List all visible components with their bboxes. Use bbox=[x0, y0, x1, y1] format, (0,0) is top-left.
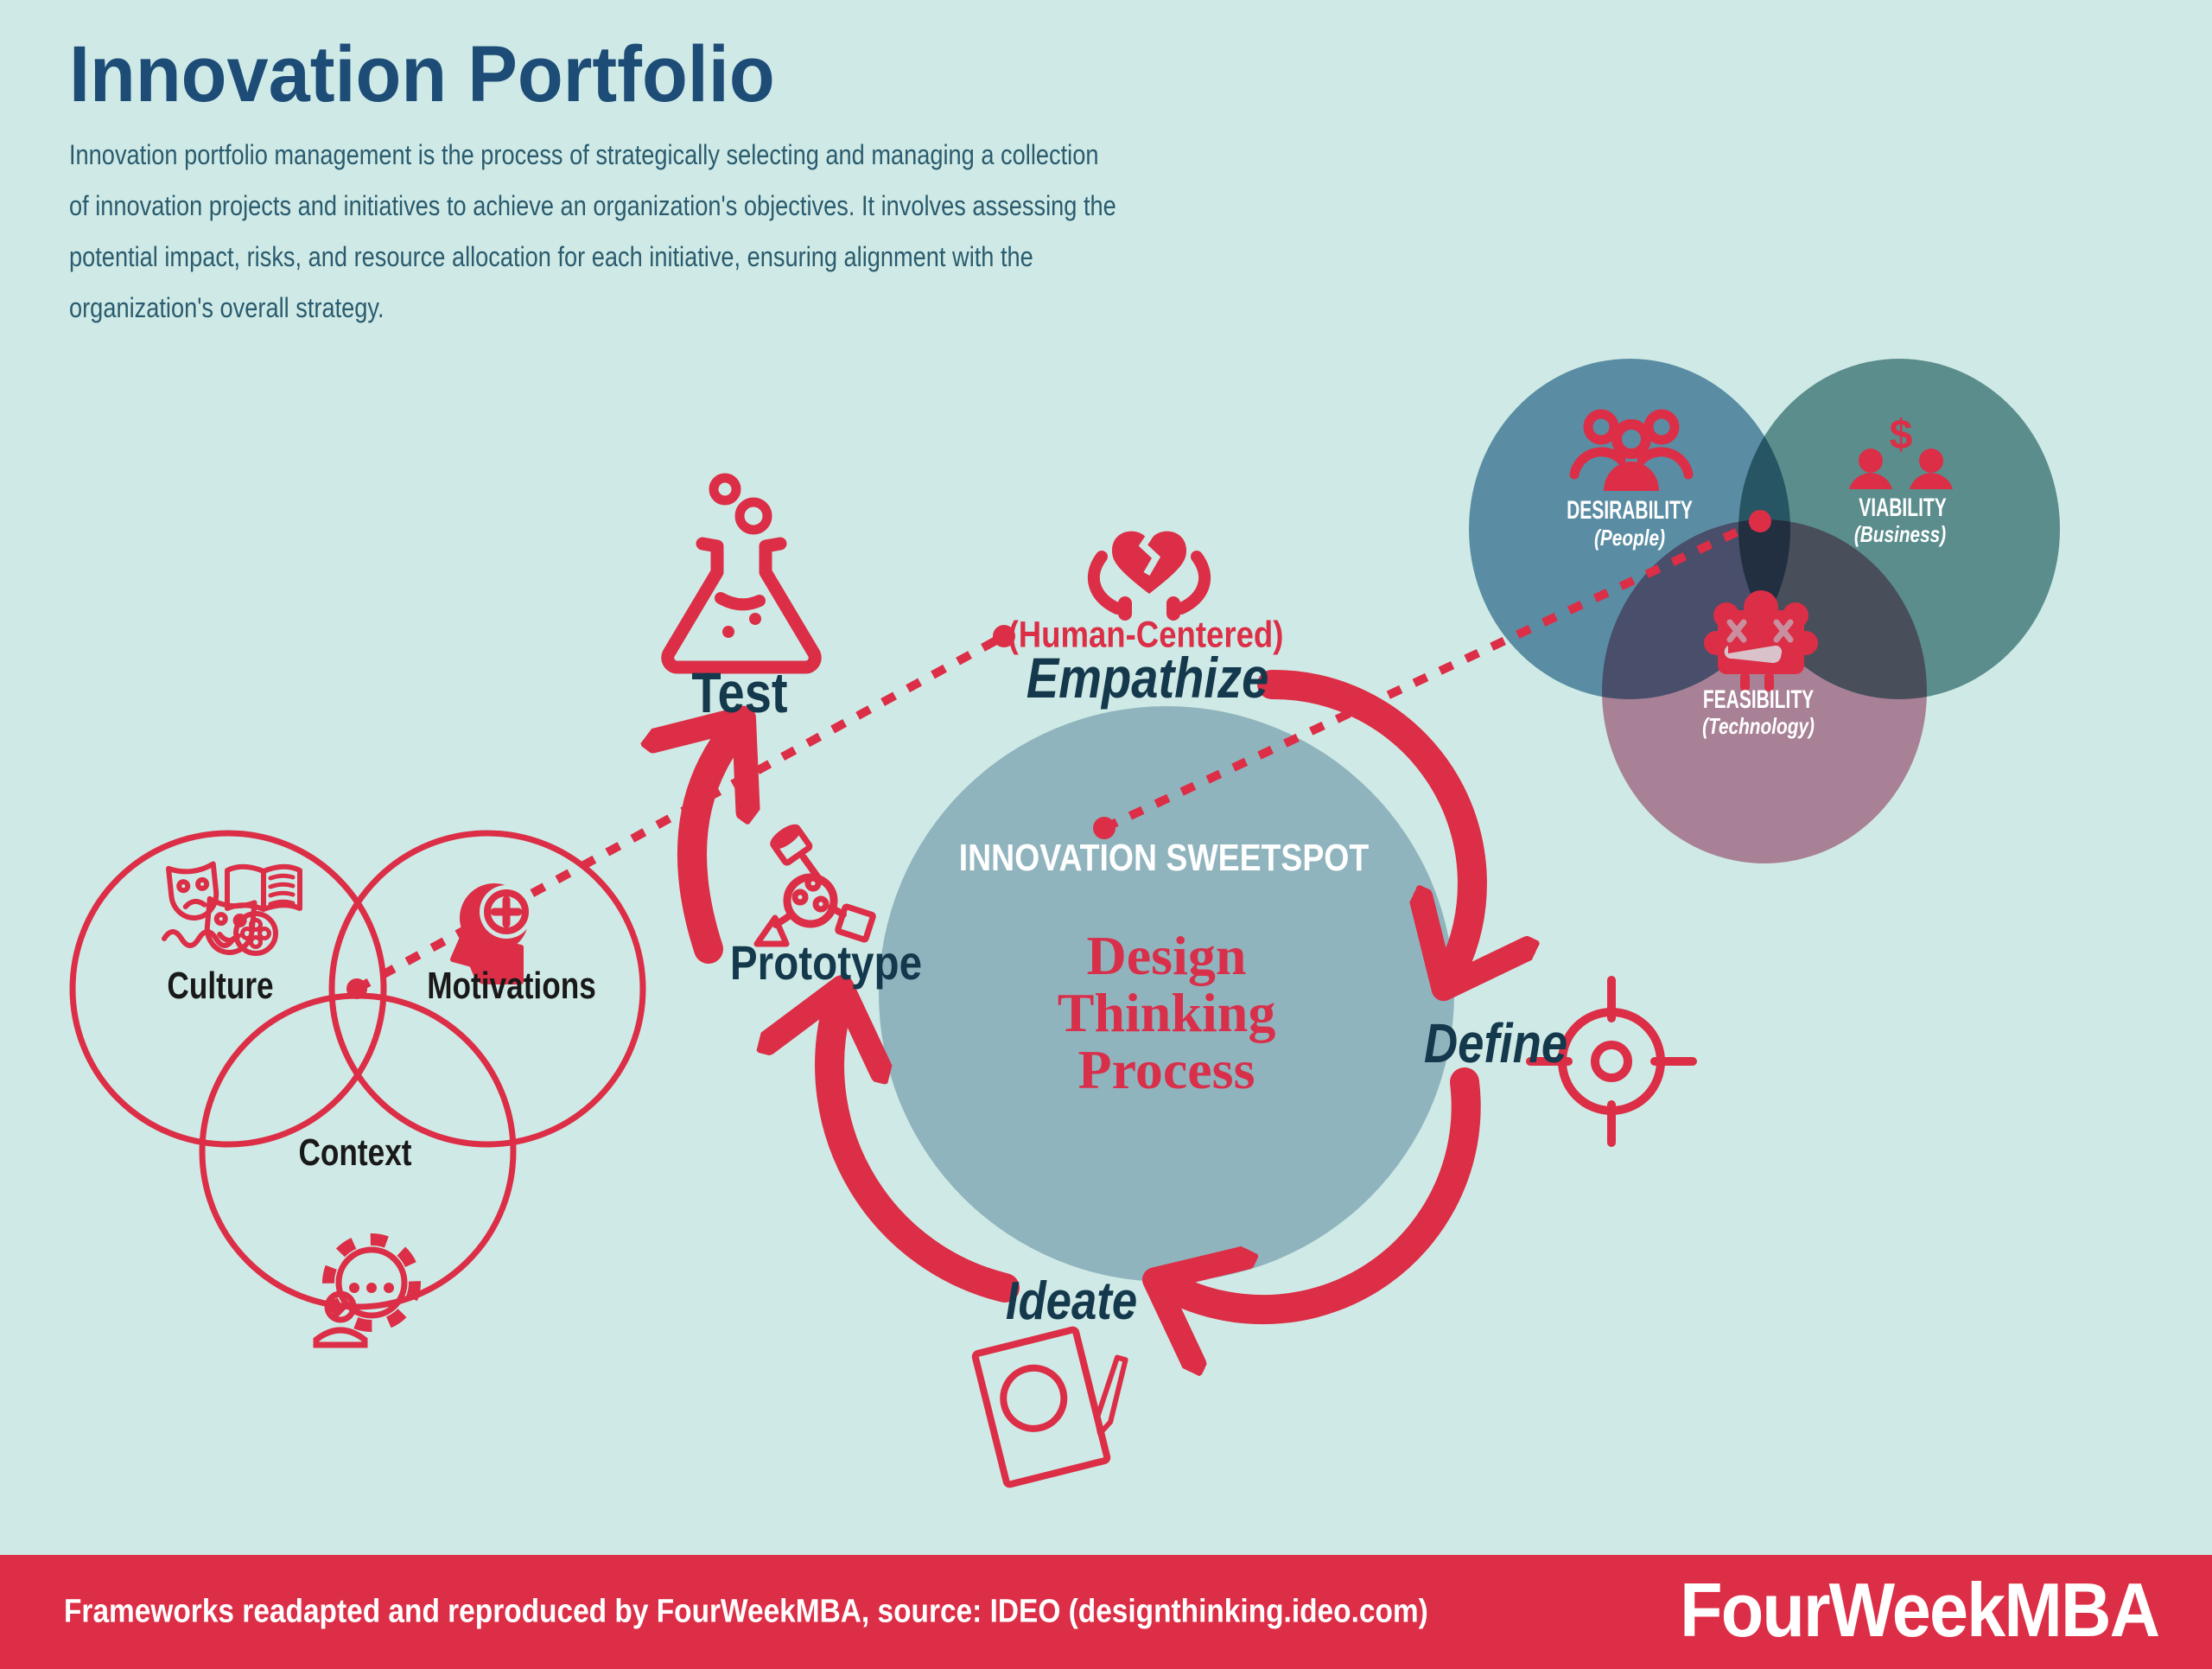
stage-label-ideate: Ideate bbox=[1005, 1271, 1138, 1331]
intro-line: of innovation projects and initiatives t… bbox=[69, 190, 1116, 221]
desirability-sublabel: (People) bbox=[1593, 525, 1666, 551]
arrow-empathize-to-define bbox=[1257, 669, 1472, 968]
stage-label-prototype: Prototype bbox=[729, 935, 923, 990]
empathize-dot bbox=[993, 625, 1015, 647]
center-title-line: Thinking bbox=[1057, 982, 1276, 1043]
stage-label-define: Define bbox=[1423, 1012, 1568, 1074]
arrow-prototype-to-test bbox=[692, 736, 730, 964]
feasibility-label: FEASIBILITY bbox=[1702, 685, 1815, 714]
masks-book-reel-icon bbox=[162, 861, 302, 956]
sweet-spot-dot bbox=[1749, 510, 1771, 532]
viability-label: VIABILITY bbox=[1859, 494, 1947, 522]
context-venn-center-dot bbox=[346, 978, 367, 999]
innovation-sweetspot-label: INNOVATION SWEETSPOT bbox=[958, 837, 1370, 879]
intro-line: Innovation portfolio management is the p… bbox=[69, 139, 1099, 170]
desirability-label: DESIRABILITY bbox=[1567, 496, 1693, 525]
head-plus-icon bbox=[450, 883, 533, 984]
context-label: Context bbox=[298, 1131, 412, 1174]
chip-icon bbox=[1704, 590, 1818, 691]
dashed-line-circle-to-venn bbox=[1102, 517, 1763, 832]
stage-note-human-centered: (Human-Centered) bbox=[1007, 614, 1284, 656]
page-title: Innovation Portfolio bbox=[69, 30, 775, 118]
context-venn bbox=[69, 830, 646, 1310]
center-title-line: Process bbox=[1077, 1039, 1255, 1100]
people-group-icon bbox=[1569, 409, 1694, 491]
model-parts-icon bbox=[753, 824, 876, 947]
process-cycle-arrows bbox=[692, 669, 1481, 1309]
stage-label-empathize: Empathize bbox=[1026, 646, 1269, 710]
center-title-line: Design bbox=[1086, 925, 1247, 986]
brand-logo: FourWeekMBA bbox=[1679, 1567, 2160, 1653]
motivations-label: Motivations bbox=[427, 965, 596, 1007]
arrow-ideate-to-prototype bbox=[830, 1010, 1020, 1303]
motivations-circle bbox=[328, 830, 646, 1148]
circle-center-dot bbox=[1093, 817, 1116, 839]
intro-paragraph: Innovation portfolio management is the p… bbox=[69, 130, 1116, 334]
dollar-icon: $ bbox=[1890, 412, 1913, 458]
gear-person-icon bbox=[313, 1233, 421, 1348]
hands-heart-icon bbox=[1088, 527, 1211, 621]
feasibility-circle bbox=[1602, 519, 1927, 863]
culture-circle bbox=[69, 830, 387, 1148]
footer-attribution: Frameworks readapted and reproduced by F… bbox=[64, 1593, 1428, 1630]
footer-band: Frameworks readapted and reproduced by F… bbox=[0, 1555, 2212, 1669]
sweet-spot-venn bbox=[1469, 359, 2060, 863]
intro-line: organization's overall strategy. bbox=[69, 292, 385, 323]
culture-label: Culture bbox=[167, 965, 274, 1007]
arrow-define-to-ideate bbox=[1175, 1067, 1481, 1309]
feasibility-sublabel: (Technology) bbox=[1702, 713, 1815, 739]
dollar-people-icon: $ bbox=[1849, 412, 1953, 489]
design-thinking-circle bbox=[879, 706, 1454, 1282]
flask-icon bbox=[661, 473, 822, 674]
intro-line: potential impact, risks, and resource al… bbox=[69, 241, 1033, 272]
sketchpad-pencil-icon bbox=[971, 1326, 1128, 1488]
viability-sublabel: (Business) bbox=[1853, 521, 1947, 547]
stage-label-test: Test bbox=[691, 660, 788, 724]
target-icon bbox=[1526, 976, 1697, 1147]
